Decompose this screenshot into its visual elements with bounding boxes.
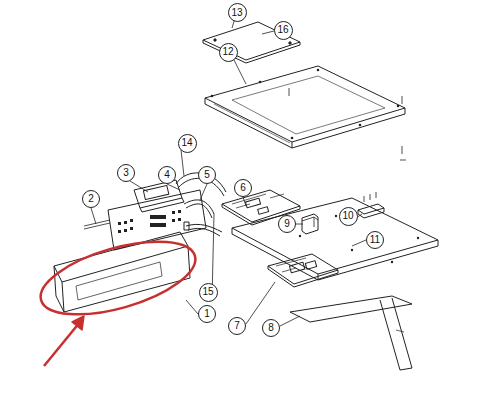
highlight [33, 227, 203, 366]
plate [203, 22, 300, 63]
callout-circle: 5 [198, 166, 216, 184]
callout-number: 15 [202, 287, 213, 297]
callout-circle: 8 [262, 319, 280, 337]
wire-harness [290, 296, 412, 370]
callout-circle: 15 [199, 283, 218, 302]
callout-number: 7 [234, 321, 240, 331]
callout-number: 1 [204, 309, 210, 319]
callout-number: 4 [164, 170, 170, 180]
callout-number: 5 [204, 170, 210, 180]
control-panel-trim [54, 232, 190, 312]
callout-number: 14 [181, 138, 192, 148]
callout-circle: 11 [366, 231, 384, 249]
callout-number: 8 [268, 323, 274, 333]
top-cover [205, 66, 406, 160]
callout-circle: 7 [228, 317, 246, 335]
callout-number: 10 [342, 211, 353, 221]
callout-circle: 14 [178, 134, 197, 153]
relay-board [268, 254, 338, 287]
callout-circle: 6 [234, 179, 252, 197]
callout-number: 2 [88, 194, 94, 204]
callout-number: 3 [123, 168, 129, 178]
callout-circle: 16 [274, 21, 293, 40]
callout-circle: 12 [219, 43, 238, 62]
callout-number: 16 [277, 25, 288, 35]
callout-circle: 4 [158, 166, 176, 184]
callout-number: 11 [370, 235, 380, 245]
callout-circle: 10 [339, 207, 358, 226]
display-module [134, 180, 184, 212]
callout-circle: 3 [117, 164, 135, 182]
callout-number: 13 [231, 8, 242, 18]
callout-circle: 2 [82, 190, 100, 208]
callout-circle: 13 [228, 3, 247, 22]
callout-number: 12 [222, 47, 233, 57]
callout-circle: 1 [198, 305, 216, 323]
callout-number: 6 [240, 183, 246, 193]
callout-circle: 9 [278, 215, 296, 233]
leader-lines [91, 18, 366, 326]
transformer [302, 214, 318, 234]
callout-number: 9 [284, 219, 290, 229]
